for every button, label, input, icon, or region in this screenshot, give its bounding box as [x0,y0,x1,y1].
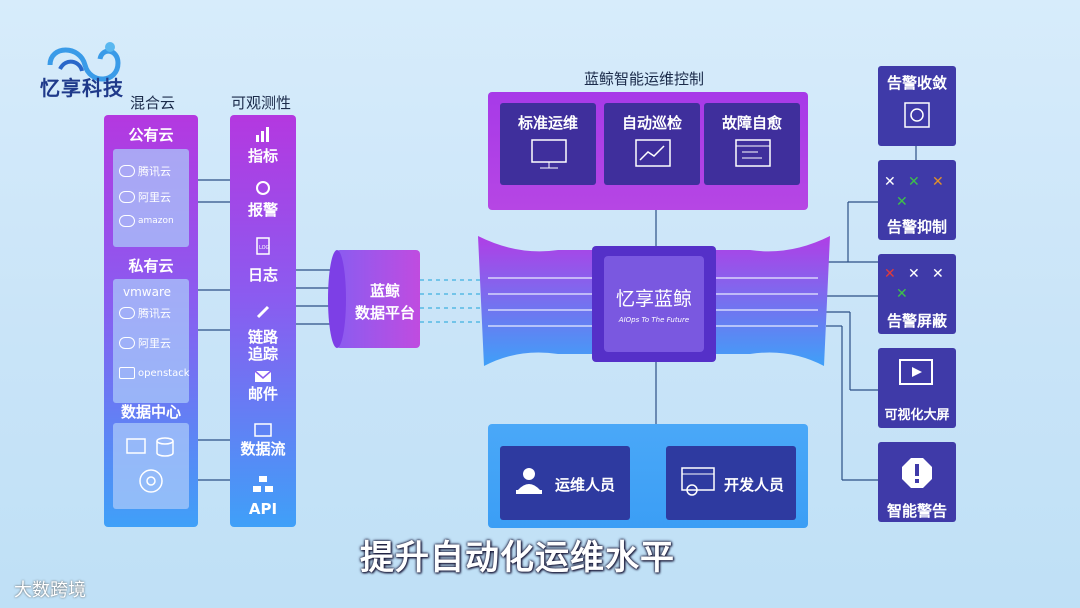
smart-warning-label: 智能警告 [886,502,947,520]
private-cloud-label: 私有云 [128,257,174,275]
bar-chart-icon [256,127,269,142]
refresh-icon [256,181,270,195]
alarm-label: 报警 [247,201,278,219]
svg-text:✕: ✕ [908,266,920,282]
cloud-icon [119,307,135,319]
dev-staff-card [666,446,796,520]
svg-text:✕: ✕ [908,174,920,190]
log-label: 日志 [247,266,278,284]
warning-octagon-icon [902,458,932,488]
dev-staff-label: 开发人员 [724,476,785,494]
alert-convergence-card [878,66,956,146]
hybrid-cloud-panel: 公有云 腾讯云 阿里云 amazon 私有云 vmware 腾讯云 阿里云 op… [104,115,198,527]
core-subtitle: AIOps To The Future [618,316,690,324]
trace-label-line2: 追踪 [247,345,278,363]
server-database-icon [126,437,174,493]
datacenter-label: 数据中心 [120,403,181,421]
svg-text:✕: ✕ [896,286,908,302]
metric-label: 指标 [247,147,278,165]
mail-label: 邮件 [247,385,278,403]
openstack-icon [119,367,135,379]
mail-icon [254,370,272,382]
ops-staff-card [500,446,630,520]
brand-name: 忆享科技 [40,76,124,100]
vendor-aliyun: 阿里云 [119,335,171,351]
line-chart-screen-icon [635,139,671,167]
observability-title: 可观测性 [231,94,292,112]
standard-ops-card [500,103,596,185]
core-hub-inner [604,256,704,352]
svg-text:LOG: LOG [259,245,270,251]
watermark: 大数跨境 [14,580,86,601]
brand-logo-icon [47,42,121,82]
cast-icon [254,423,272,437]
alert-suppression-label: 告警抑制 [886,218,947,236]
link-icon [256,305,270,319]
api-network-icon [253,476,273,492]
alert-mask-card [878,254,956,334]
alert-nodes-icon: ✕ ✕ ✕ ✕ [884,174,944,210]
cylinder-cap [328,250,346,348]
cloud-icon [119,337,135,349]
monitor-icon [531,139,567,169]
self-heal-card [704,103,800,185]
svg-text:✕: ✕ [896,194,908,210]
alert-mask-label: 告警屏蔽 [886,312,947,330]
datacenter-box [113,423,189,509]
vendor-aliyun: 阿里云 [119,189,171,205]
alert-suppression-card [878,160,956,240]
cloud-icon [119,191,135,203]
code-window-icon [735,139,771,167]
public-cloud-label: 公有云 [128,126,174,144]
svg-text:✕: ✕ [932,174,944,190]
log-file-icon: LOG [256,237,270,255]
core-title: 忆享蓝鲸 [615,288,692,310]
video-subtitle: 提升自动化运维水平 [360,538,675,578]
alert-nodes-icon: ✕ ✕ ✕ ✕ [884,266,944,302]
hybrid-cloud-title: 混合云 [130,94,176,112]
svg-text:✕: ✕ [932,266,944,282]
data-platform-label: 蓝鲸 数据平台 [354,282,415,322]
vendor-openstack: openstack [119,367,190,379]
api-label: API [248,500,278,518]
data-platform-cylinder [336,250,420,348]
control-title: 蓝鲸智能运维控制 [584,70,705,88]
public-cloud-box: 腾讯云 阿里云 amazon [113,149,189,247]
chip-icon [904,102,930,128]
person-laptop-icon [516,468,542,494]
dev-window-gear-icon [681,467,715,496]
cloud-icon [119,165,135,177]
aws-icon [119,215,135,227]
observability-panel: 指标 报警 LOG 日志 链路 追踪 邮件 数据流 API [230,115,296,527]
vendor-vmware: vmware [123,285,172,299]
auto-inspect-label: 自动巡检 [621,114,682,132]
vendor-tencent: 腾讯云 [119,305,171,321]
dataflow-label: 数据流 [240,440,286,458]
standard-ops-label: 标准运维 [517,114,578,132]
big-screen-card [878,348,956,428]
trace-label-line1: 链路 [247,328,278,346]
svg-text:✕: ✕ [884,174,896,190]
alert-convergence-label: 告警收敛 [886,74,947,92]
svg-text:✕: ✕ [884,266,896,282]
ops-staff-label: 运维人员 [555,476,616,494]
big-screen-label: 可视化大屏 [884,408,950,423]
private-cloud-box: vmware 腾讯云 阿里云 openstack [113,279,190,403]
vendor-tencent: 腾讯云 [119,163,171,179]
self-heal-label: 故障自愈 [721,114,782,132]
vendor-amazon: amazon [119,215,174,227]
video-screen-icon [899,359,933,385]
auto-inspect-card [604,103,700,185]
